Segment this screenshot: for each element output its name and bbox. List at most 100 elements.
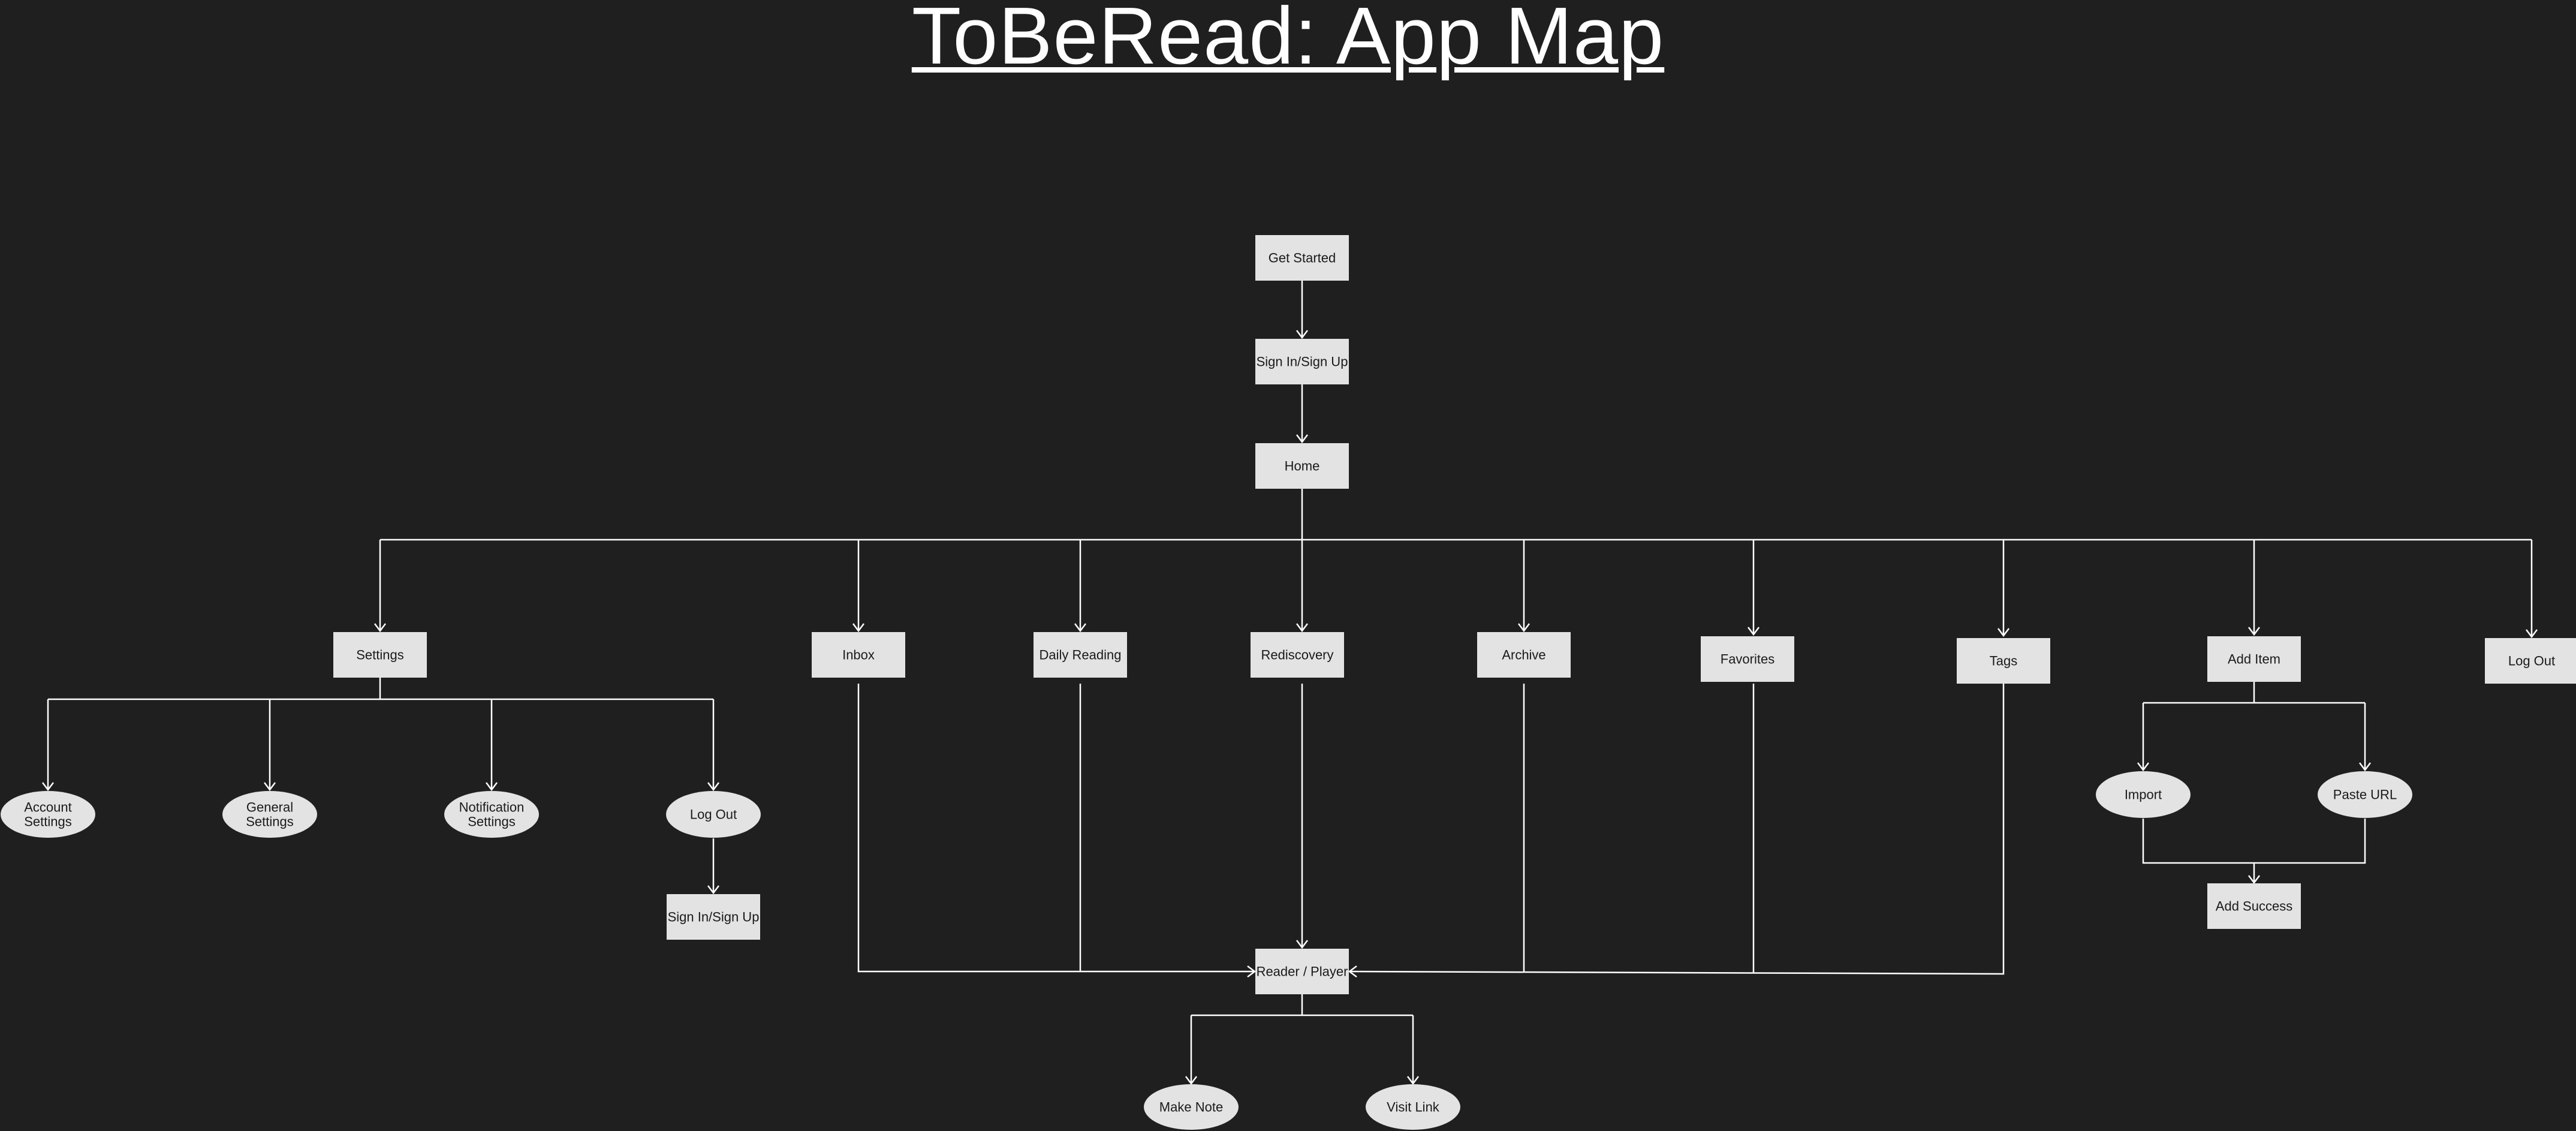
- node-sign-in-sign-up-2: Sign In/Sign Up: [667, 894, 760, 940]
- node-label: Home: [1285, 459, 1320, 474]
- node-label: Archive: [1502, 648, 1545, 663]
- node-ellipse: [1, 791, 95, 838]
- connectors: [42, 281, 2538, 1085]
- node-box: [1255, 949, 1349, 994]
- node-box: [2207, 636, 2301, 682]
- node-box: [1255, 235, 1349, 281]
- node-import: Import: [2096, 771, 2191, 818]
- node-label: Import: [2125, 787, 2162, 802]
- arrowhead-icon: [2137, 762, 2149, 772]
- node-label: Settings: [24, 814, 72, 829]
- node-box: [2485, 638, 2576, 684]
- arrowhead-icon: [707, 782, 719, 792]
- arrowhead-icon: [1348, 965, 1357, 977]
- node-box: [333, 632, 427, 678]
- arrowhead-icon: [1247, 965, 1257, 977]
- node-label: Daily Reading: [1040, 648, 1122, 663]
- node-box: [1255, 443, 1349, 489]
- node-inbox: Inbox: [812, 632, 905, 678]
- node-log-out-main: Log Out: [2485, 638, 2576, 684]
- arrowhead-icon: [1296, 330, 1308, 339]
- node-settings: Settings: [333, 632, 427, 678]
- node-label: Inbox: [842, 648, 875, 663]
- arrowhead-icon: [1997, 628, 2009, 637]
- node-label: Sign In/Sign Up: [668, 910, 760, 925]
- node-ellipse: [666, 791, 761, 838]
- node-box: [1957, 638, 2050, 684]
- arrowhead-icon: [2526, 629, 2538, 639]
- node-ellipse: [444, 791, 539, 838]
- node-label: Account: [24, 800, 72, 815]
- node-label: Paste URL: [2333, 787, 2397, 802]
- node-ellipse: [1366, 1084, 1460, 1130]
- node-label: Settings: [246, 814, 294, 829]
- node-label: Tags: [1990, 654, 2017, 669]
- arrowhead-icon: [1296, 940, 1308, 949]
- arrowhead-icon: [374, 623, 386, 633]
- node-get-started: Get Started: [1255, 235, 1349, 281]
- arrowhead-icon: [264, 782, 276, 792]
- node-label: Favorites: [1721, 652, 1774, 667]
- node-favorites: Favorites: [1701, 636, 1794, 682]
- node-label: Sign In/Sign Up: [1257, 354, 1348, 369]
- node-ellipse: [1144, 1084, 1239, 1130]
- arrowhead-icon: [1185, 1076, 1197, 1085]
- node-label: Notification: [459, 800, 525, 815]
- node-log-out-settings: Log Out: [666, 791, 761, 838]
- node-archive: Archive: [1477, 632, 1571, 678]
- node-label: General: [246, 800, 293, 815]
- node-ellipse: [222, 791, 317, 838]
- node-box: [1255, 339, 1349, 384]
- node-visit-link: Visit Link: [1366, 1084, 1460, 1130]
- node-box: [1701, 636, 1794, 682]
- arrowhead-icon: [1518, 623, 1530, 633]
- node-rediscovery: Rediscovery: [1251, 632, 1344, 678]
- arrowhead-icon: [486, 782, 498, 792]
- arrowhead-icon: [2359, 762, 2371, 772]
- node-label: Add Item: [2228, 652, 2280, 667]
- node-label: Visit Link: [1387, 1100, 1440, 1115]
- node-box: [1251, 632, 1344, 678]
- arrowhead-icon: [1748, 627, 1759, 636]
- node-label: Rediscovery: [1261, 648, 1333, 663]
- node-label: Log Out: [690, 807, 737, 822]
- node-label: Settings: [468, 814, 516, 829]
- node-ellipse: [2096, 771, 2191, 818]
- node-ellipse: [2318, 771, 2412, 818]
- node-box: [812, 632, 905, 678]
- node-label: Get Started: [1269, 251, 1336, 266]
- node-tags: Tags: [1957, 638, 2050, 684]
- arrowhead-icon: [42, 782, 54, 792]
- node-add-item: Add Item: [2207, 636, 2301, 682]
- arrowhead-icon: [1407, 1076, 1419, 1085]
- arrowhead-icon: [1296, 434, 1308, 444]
- node-sign-in-sign-up: Sign In/Sign Up: [1255, 339, 1349, 384]
- node-reader-player: Reader / Player: [1255, 949, 1349, 994]
- connector-line: [857, 684, 1255, 973]
- node-label: Add Success: [2216, 899, 2292, 914]
- node-paste-url: Paste URL: [2318, 771, 2412, 818]
- arrowhead-icon: [2248, 627, 2260, 636]
- node-box: [1034, 632, 1127, 678]
- node-label: Settings: [356, 648, 404, 663]
- node-make-note: Make Note: [1144, 1084, 1239, 1130]
- node-label: Make Note: [1159, 1100, 1223, 1115]
- node-box: [2207, 883, 2301, 929]
- node-daily-reading: Daily Reading: [1034, 632, 1127, 678]
- node-home: Home: [1255, 443, 1349, 489]
- node-label: Reader / Player: [1257, 964, 1348, 979]
- node-box: [1477, 632, 1571, 678]
- node-box: [667, 894, 760, 940]
- connector-line: [1349, 684, 2005, 975]
- arrowhead-icon: [2248, 875, 2260, 885]
- page-title: ToBeRead: App Map: [911, 0, 1665, 81]
- arrowhead-icon: [707, 885, 719, 895]
- node-add-success: Add Success: [2207, 883, 2301, 929]
- arrowhead-icon: [852, 623, 864, 633]
- connector-line: [2142, 819, 2366, 864]
- node-label: Log Out: [2508, 654, 2555, 669]
